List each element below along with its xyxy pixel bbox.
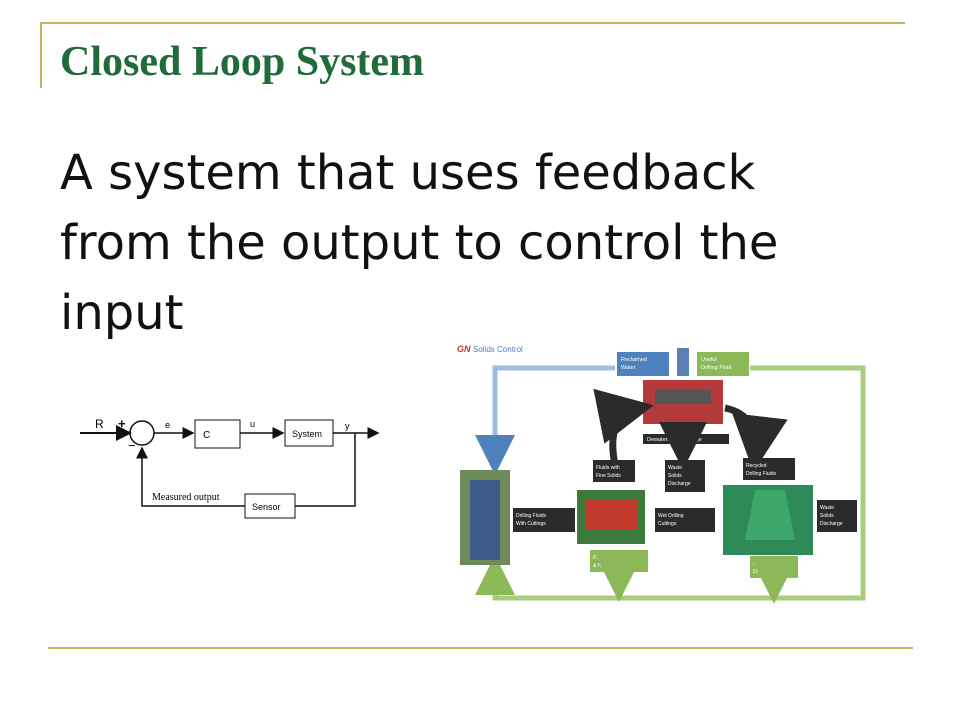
centrifuge-drum (655, 390, 711, 404)
shaker-deck (585, 500, 637, 530)
recycled-line-2: Drilling Fluids (746, 471, 777, 477)
pump-icon (677, 348, 689, 376)
waste-discharge-2-line-2: Solids (820, 513, 834, 519)
waste-discharge-1-box (665, 460, 705, 492)
slide-body: A system that uses feedback from the out… (60, 145, 779, 341)
reclaimed-water-line-1: Reclaimed (621, 357, 647, 363)
brand-logo: GN (457, 344, 471, 354)
wet-cuttings-box (655, 508, 715, 532)
fluids-cuttings-line-2: With Cuttings (516, 521, 546, 527)
primary-shaker-line-1: Primary Shaker (593, 555, 628, 561)
primary-shaker-line-2: & Hydrocyclones (593, 563, 631, 569)
useful-fluid-bottom-line-1: Useful (753, 561, 767, 567)
waste-discharge-2-box (817, 500, 857, 532)
waste-discharge-2-line-3: Discharge (820, 521, 843, 527)
fine-solids-line-2: Fine Solids (596, 473, 621, 479)
fine-solids-line-1: Fluids with (596, 465, 620, 471)
waste-discharge-1-line-2: Solids (668, 473, 682, 479)
blue-return-line (475, 365, 615, 475)
useful-fluid-top-box (697, 352, 749, 376)
fluids-cuttings-line-1: Drilling Fluids (516, 513, 547, 519)
feedback-line-left (136, 446, 245, 507)
fluids-cuttings-box (513, 508, 575, 532)
wet-cuttings-line-2: Cuttings (658, 521, 677, 527)
controller-block (194, 419, 241, 449)
waste-discharge-1-line-1: Waste (668, 465, 682, 471)
recycled-arrow (724, 404, 788, 472)
top-rule (40, 22, 905, 24)
recycled-line-1: Recycled (746, 463, 767, 469)
bottom-rule (48, 647, 913, 649)
recycled-box (743, 458, 795, 480)
reference-label: R (95, 417, 104, 431)
useful-fluid-top-line-2: Drilling Fluid (701, 365, 731, 371)
system-block (284, 419, 334, 447)
wet-cuttings-line-1: Wet Drilling (658, 513, 684, 519)
slide-title: Closed Loop System (60, 39, 425, 85)
reclaimed-water-box (617, 352, 669, 376)
minus-sign: − (128, 438, 136, 453)
system-label: System (292, 429, 322, 439)
waste-discharge-2-line-1: Waste (820, 505, 834, 511)
feedback-label: Measured output (152, 492, 220, 503)
vertical-dryer-body (745, 490, 795, 540)
sensor-label: Sensor (252, 502, 281, 512)
fine-solids-box (593, 460, 635, 482)
controller-label: C (203, 430, 210, 441)
dewatering-label: Dewatering Centrifuge (647, 437, 702, 443)
reclaimed-water-line-2: Water (621, 365, 636, 371)
green-return-line (475, 365, 866, 601)
solids-control-flow-image: GN Solids Control Reclaimed Water Useful… (455, 340, 875, 610)
fine-solids-arrow (593, 388, 654, 466)
useful-fluid-bottom-line-2: Drilling Fluid (753, 569, 781, 575)
feedback-line-right (295, 433, 356, 507)
waste-discharge-1-line-3: Discharge (668, 481, 691, 487)
output-label: y (345, 421, 350, 431)
control-signal-label: u (250, 419, 255, 429)
error-label: e (165, 420, 170, 430)
control-block-diagram: R + − e C u System y Sensor Measured out… (80, 416, 380, 519)
left-rule (40, 22, 42, 88)
plus-sign: + (118, 416, 126, 431)
useful-fluid-top-line-1: Useful (701, 357, 717, 363)
drilling-rig-tower (470, 480, 500, 560)
flow-header: Solids Control (473, 345, 523, 354)
